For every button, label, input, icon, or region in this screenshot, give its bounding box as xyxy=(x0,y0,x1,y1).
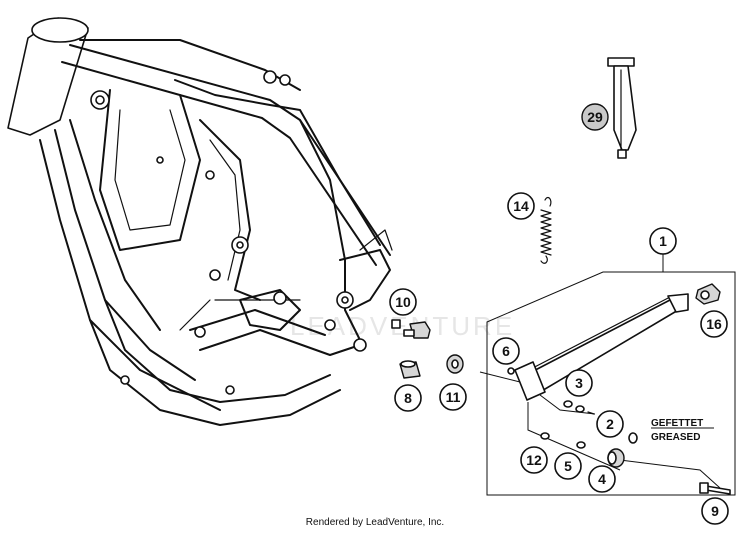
part-14-spring[interactable] xyxy=(540,196,552,264)
svg-text:8: 8 xyxy=(404,390,412,406)
callout-2[interactable]: 2 xyxy=(596,410,624,438)
callout-16[interactable]: 16 xyxy=(700,310,728,338)
svg-text:9: 9 xyxy=(711,503,719,519)
part-6-pin[interactable] xyxy=(507,367,515,375)
svg-text:2: 2 xyxy=(606,416,614,432)
part-11-washer[interactable] xyxy=(446,354,464,374)
part-8-plug[interactable] xyxy=(399,360,421,379)
callout-10[interactable]: 10 xyxy=(389,288,417,316)
callout-29[interactable]: 29 xyxy=(581,103,609,131)
callout-1[interactable]: 1 xyxy=(649,227,677,255)
side-stand-leg[interactable] xyxy=(514,293,689,401)
leader-lower xyxy=(527,402,621,471)
tool-body xyxy=(613,65,637,151)
footer-credit: Rendered by LeadVenture, Inc. xyxy=(306,517,444,528)
callout-4[interactable]: 4 xyxy=(588,465,616,493)
leader-11 xyxy=(479,371,521,383)
note-greased: GREASED xyxy=(651,432,700,443)
part-29-tool[interactable] xyxy=(607,57,637,159)
svg-text:5: 5 xyxy=(564,458,572,474)
tool-top xyxy=(607,57,635,67)
svg-text:6: 6 xyxy=(502,343,510,359)
part-12-washer[interactable] xyxy=(540,432,550,440)
note-gefettet: GEFETTET xyxy=(651,418,703,429)
callout-8[interactable]: 8 xyxy=(394,384,422,412)
part-3-washers[interactable] xyxy=(563,400,595,415)
svg-text:1: 1 xyxy=(659,233,667,249)
svg-text:16: 16 xyxy=(706,316,722,332)
motorcycle-frame[interactable] xyxy=(7,17,393,426)
callout-12[interactable]: 12 xyxy=(520,446,548,474)
part-5-washer[interactable] xyxy=(576,441,586,449)
part-9-bolt[interactable] xyxy=(699,482,731,495)
head-tube-top xyxy=(31,17,89,43)
callout-3[interactable]: 3 xyxy=(565,369,593,397)
callout-14[interactable]: 14 xyxy=(507,192,535,220)
callout-5[interactable]: 5 xyxy=(554,452,582,480)
svg-text:12: 12 xyxy=(526,452,542,468)
stand-leg-body xyxy=(519,299,686,393)
part-2-seal[interactable] xyxy=(628,432,638,444)
svg-text:11: 11 xyxy=(446,389,461,405)
callout-11[interactable]: 11 xyxy=(439,383,467,411)
leader-3 xyxy=(539,394,596,415)
svg-text:14: 14 xyxy=(513,198,529,214)
part-10-bolt[interactable] xyxy=(391,319,431,339)
svg-text:29: 29 xyxy=(587,109,603,125)
callout-9[interactable]: 9 xyxy=(701,497,729,525)
callout-6[interactable]: 6 xyxy=(492,337,520,365)
stand-pivot-block xyxy=(514,361,546,401)
svg-text:4: 4 xyxy=(598,471,606,487)
part-4-nut[interactable] xyxy=(607,448,625,468)
svg-text:10: 10 xyxy=(395,294,411,310)
tool-tip xyxy=(617,149,627,159)
leader-9 xyxy=(619,459,721,489)
part-16-stop[interactable] xyxy=(695,283,721,305)
assembly-box xyxy=(486,271,736,496)
svg-text:3: 3 xyxy=(575,375,583,391)
